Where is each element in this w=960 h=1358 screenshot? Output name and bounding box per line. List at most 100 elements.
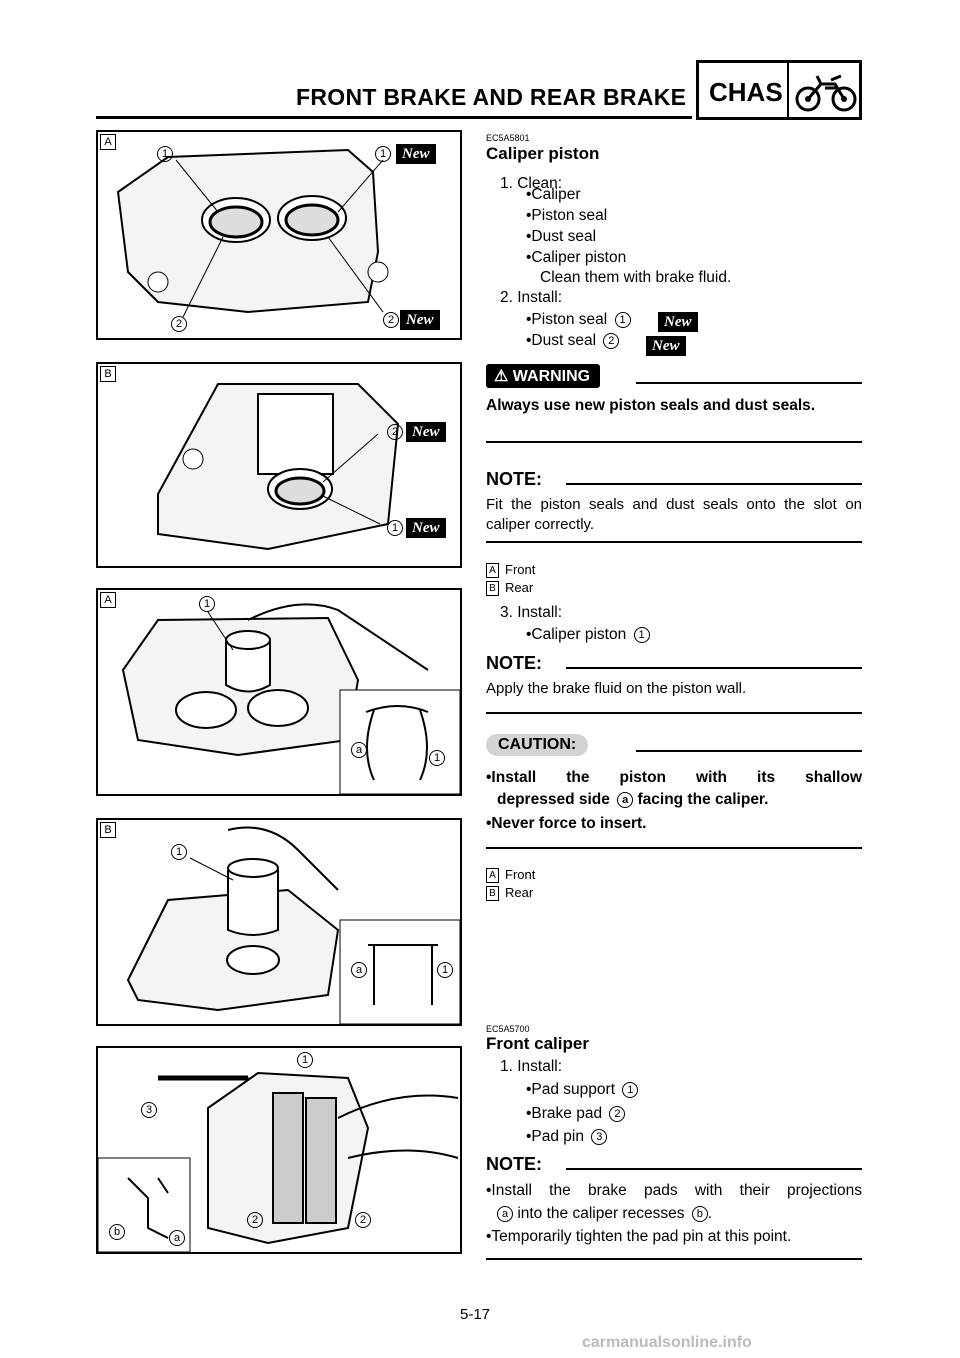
legend-text: Rear [505,580,534,595]
legend-text: Front [505,562,536,577]
item-text: •Pad pin [526,1128,584,1145]
callout-a: a [617,792,634,808]
legend-key: A [486,563,499,578]
figure-tag: A [100,592,116,608]
list-item: •Pad support 1 [526,1080,639,1100]
item-text: •Piston seal [526,311,608,328]
callout-2: 2 [383,312,399,328]
warning-icon: ⚠ [494,368,509,385]
callout-1: 1 [171,844,187,860]
callout-2: 2 [609,1106,626,1122]
item-text: •Dust seal [526,332,597,349]
note-label: NOTE: [486,653,542,673]
step-1: 1. Clean: [500,175,563,192]
list-item: •Piston seal [526,207,608,224]
note-line: •Temporarily tighten the pad pin at this… [486,1228,792,1245]
note-text: Fit the piston seals and dust seals onto… [486,496,862,533]
callout-1: 1 [614,312,631,328]
list-item: •Pad pin 3 [526,1127,608,1147]
callout-1: 1 [622,1082,639,1098]
badge-divider [787,63,789,117]
new-badge: New [400,310,440,330]
callout-3: 3 [141,1102,157,1118]
caution-badge: CAUTION: [486,734,589,756]
warning-end-rule [486,441,862,443]
warning-rule [636,382,862,384]
callout-2: 2 [247,1212,263,1228]
callout-2: 2 [387,424,403,440]
item-text: •Pad support [526,1081,616,1098]
legend-key: B [486,581,499,596]
warning-badge: ⚠ WARNING [486,364,601,388]
item-text: •Brake pad [526,1105,603,1122]
footer-watermark: carmanualsonline.info [582,1334,752,1351]
caution-text: facing the caliper. [637,791,769,808]
figure-front-piston-install: A 1 a 1 [96,588,462,796]
caution-line: •Install the piston with its shallow [486,769,862,786]
callout-2: 2 [171,316,187,332]
callout-3: 3 [591,1129,608,1145]
list-item: •Caliper [526,186,581,203]
list-item: •Caliper piston [526,249,627,266]
note-rule [566,1168,862,1170]
note-text: into the caliper recesses [517,1205,685,1222]
caution-line: •Never force to insert. [486,815,647,832]
list-item: •Dust seal 2 [526,331,620,351]
note-line: a into the caliper recesses b. [497,1204,712,1224]
caution-line: depressed side a facing the caliper. [497,790,768,810]
list-item: •Brake pad 2 [526,1104,626,1124]
callout-2: 2 [355,1212,371,1228]
callout-1: 1 [437,962,453,978]
callout-1: 1 [429,750,445,766]
callout-b: b [109,1224,125,1240]
caution-text: depressed side [497,791,610,808]
new-badge: New [658,312,698,332]
caution-rule [636,750,862,752]
figure-rear-piston-install: B 1 a 1 [96,818,462,1026]
note-label: NOTE: [486,1154,542,1174]
section-code-caliper-piston: EC5A5801 [486,133,530,143]
callout-a: a [351,962,367,978]
note-end-rule [486,1258,862,1260]
callout-a: a [497,1206,513,1222]
legend-key: B [486,886,499,901]
callout-1: 1 [297,1052,313,1068]
header-rule [96,116,692,119]
callout-b: b [691,1206,708,1222]
page-header-title: FRONT BRAKE AND REAR BRAKE [296,84,687,110]
callout-1: 1 [375,146,391,162]
new-badge: New [406,518,446,538]
note-end-rule [486,712,862,714]
step-1: 1. Install: [500,1058,563,1075]
note-line: •Install the brake pads with their proje… [486,1182,862,1199]
figure-rear-caliper-seals: B 2 New 1 New [96,362,462,568]
note-end-rule [486,541,862,543]
list-item: •Dust seal [526,228,597,245]
legend-text: Front [505,867,536,882]
section-code: CHAS [709,77,783,107]
brake-pad-illustration [98,1071,459,1252]
figure-tag: B [100,366,116,382]
caution-end-rule [486,847,862,849]
step-3: 3. Install: [500,604,563,621]
legend-item: A Front [486,561,535,579]
callout-2: 2 [603,333,620,349]
note-rule [566,667,862,669]
rear-caliper-illustration [157,383,400,551]
motorcycle-icon [795,74,857,112]
callout-1: 1 [157,146,173,162]
figure-tag: A [100,134,116,150]
new-badge: New [406,422,446,442]
figure-front-caliper-pads: 1 3 2 2 b a [96,1046,462,1254]
section-title-front-caliper: Front caliper [486,1034,589,1053]
legend-key: A [486,868,499,883]
callout-a: a [351,742,367,758]
caliper-seal-illustration [116,148,389,318]
legend-text: Rear [505,885,534,900]
warning-label: WARNING [512,368,591,385]
section-code-front-caliper: EC5A5700 [486,1024,530,1034]
note-rule [566,483,862,485]
list-item: •Piston seal 1 [526,310,631,330]
clean-note: Clean them with brake fluid. [540,269,732,286]
callout-a: a [169,1230,185,1246]
